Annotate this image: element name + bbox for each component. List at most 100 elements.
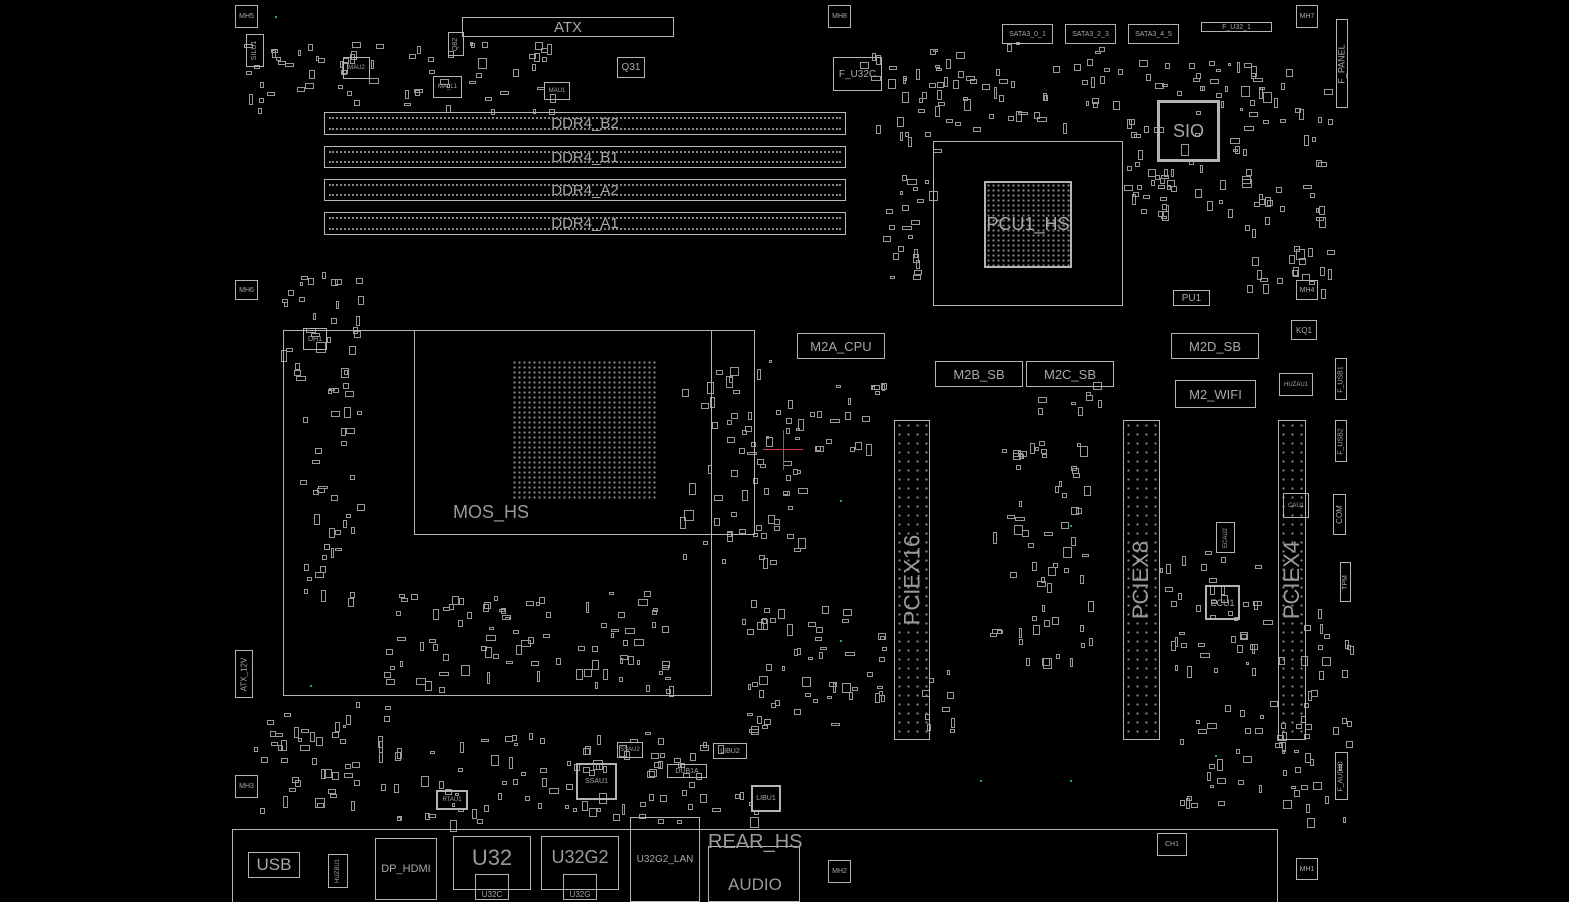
chip-q31[interactable]: Q31 bbox=[617, 57, 645, 78]
chip-kq1[interactable]: KQ1 bbox=[1291, 320, 1317, 340]
chip-huzau1[interactable]: HUZAU1 bbox=[1279, 373, 1313, 396]
smd-pad bbox=[1061, 522, 1069, 529]
mounting-hole-mh5[interactable]: MH5 bbox=[235, 5, 258, 28]
smd-pad bbox=[1235, 748, 1240, 755]
smd-pad bbox=[1165, 586, 1173, 592]
label: DDR4_A2 bbox=[551, 181, 619, 199]
smd-pad bbox=[1201, 85, 1206, 92]
chip-huzbu1[interactable]: HUZBU1 bbox=[328, 854, 348, 888]
chip-ecu1[interactable]: ECU1 bbox=[1205, 585, 1240, 620]
chip-rtau1[interactable]: RTAU1 bbox=[436, 790, 468, 810]
smd-pad bbox=[1324, 796, 1330, 805]
m2d-sb-slot[interactable]: M2D_SB bbox=[1171, 333, 1259, 359]
mounting-hole-mh7[interactable]: MH7 bbox=[1296, 5, 1318, 28]
smd-pad bbox=[899, 132, 904, 142]
dimm-slot-ddr4-b1[interactable]: DDR4_B1 bbox=[324, 146, 846, 168]
usb-port[interactable]: USB bbox=[248, 852, 300, 878]
smd-pad bbox=[892, 252, 900, 261]
pciex8-slot[interactable]: PCIEX8 bbox=[1123, 420, 1160, 740]
atx-connector[interactable]: ATX bbox=[462, 17, 674, 37]
label: MH2 bbox=[832, 868, 847, 875]
chip-mau1[interactable]: MAU1 bbox=[544, 82, 570, 100]
smd-pad bbox=[1216, 69, 1222, 73]
mos-heatsink-outline[interactable] bbox=[414, 330, 755, 535]
f-audio-connector[interactable]: F_AUDIO bbox=[1335, 752, 1348, 800]
atx-12v-connector[interactable]: ATX_12V bbox=[235, 650, 253, 698]
chip-sio[interactable]: SIO bbox=[1157, 100, 1220, 162]
dimm-slot-ddr4-b2[interactable]: DDR4_B2 bbox=[324, 112, 846, 135]
f-u32c-connector[interactable]: F_U32C bbox=[833, 57, 882, 91]
chip-mau2[interactable]: MAU2 bbox=[343, 57, 370, 79]
mounting-hole-mh4[interactable]: MH4 bbox=[1296, 280, 1318, 300]
m2-wifi-slot[interactable]: M2_WIFI bbox=[1175, 380, 1256, 408]
label: SATA3_4_5 bbox=[1135, 30, 1172, 38]
smd-pad bbox=[321, 768, 327, 779]
smd-pad bbox=[760, 619, 768, 631]
f-panel-connector[interactable]: F_PANEL bbox=[1336, 19, 1348, 108]
mounting-hole-mh2[interactable]: MH2 bbox=[828, 860, 851, 883]
smd-pad bbox=[486, 672, 491, 684]
u32g2-lan-port[interactable]: U32G2_LAN bbox=[630, 817, 700, 902]
smd-pad bbox=[938, 102, 945, 107]
chip-dh1[interactable]: DH1 bbox=[303, 328, 327, 350]
chip-ecau2[interactable]: ECAU2 bbox=[1216, 522, 1235, 553]
f-usb2-connector[interactable]: F_USB2 bbox=[1335, 420, 1347, 462]
f-usb1-connector[interactable]: F_USB1 bbox=[1335, 358, 1347, 400]
smd-pad bbox=[380, 783, 386, 791]
chip-silu1[interactable]: SILU1 bbox=[246, 34, 264, 67]
label: CH1 bbox=[1164, 841, 1179, 848]
mounting-hole-mh3[interactable]: MH3 bbox=[235, 775, 258, 798]
pciex4-slot[interactable]: PCIEX4 bbox=[1278, 420, 1306, 740]
dimm-slot-ddr4-a2[interactable]: DDR4_A2 bbox=[324, 179, 846, 201]
chip-pu1[interactable]: PU1 bbox=[1173, 290, 1210, 306]
u32g-port[interactable]: U32G bbox=[563, 874, 597, 900]
com-connector[interactable]: COM bbox=[1333, 494, 1346, 535]
sata3-4-5-connector[interactable]: SATA3_4_5 bbox=[1128, 24, 1179, 44]
mounting-hole-mh8[interactable]: MH8 bbox=[828, 5, 851, 28]
chip-ch1[interactable]: CH1 bbox=[1157, 833, 1187, 856]
label: HUZAU1 bbox=[1283, 381, 1308, 388]
chip-ssau2[interactable]: SSAU2 bbox=[617, 742, 643, 758]
sata3-2-3-connector[interactable]: SATA3_2_3 bbox=[1065, 24, 1116, 44]
chip-pcu1-hs[interactable]: PCU1_HS bbox=[984, 181, 1072, 268]
sata3-0-1-connector[interactable]: SATA3_0_1 bbox=[1002, 24, 1053, 44]
cpu-pin-grid[interactable] bbox=[512, 360, 657, 500]
smd-pad bbox=[786, 624, 794, 637]
chip-libu2[interactable]: LIBU2 bbox=[713, 743, 747, 759]
smd-pad bbox=[1263, 91, 1273, 104]
smd-pad bbox=[764, 608, 770, 613]
chip-cau1[interactable]: CAU1 bbox=[1283, 493, 1309, 518]
tpm-connector[interactable]: TPM bbox=[1340, 562, 1351, 602]
smd-pad bbox=[1338, 763, 1342, 771]
smd-pad bbox=[1055, 653, 1060, 659]
dimm-slot-ddr4-a1[interactable]: DDR4_A1 bbox=[324, 212, 846, 235]
smd-pad bbox=[711, 422, 719, 429]
mounting-hole-mh1[interactable]: MH1 bbox=[1296, 858, 1318, 880]
chip-ssau1[interactable]: SSAU1 bbox=[576, 763, 617, 800]
dp-hdmi-port[interactable]: DP_HDMI bbox=[375, 838, 437, 900]
u32c-port[interactable]: U32C bbox=[475, 874, 509, 900]
smd-pad bbox=[751, 682, 758, 688]
u32g2-port[interactable]: U32G2 bbox=[541, 836, 619, 890]
smd-pad bbox=[902, 205, 909, 211]
u32-port[interactable]: U32 bbox=[453, 836, 531, 890]
f-u32-1-connector[interactable]: F_U32_1 bbox=[1201, 22, 1272, 32]
chip-dub1a[interactable]: DUB1A bbox=[667, 764, 707, 778]
m2b-sb-slot[interactable]: M2B_SB bbox=[935, 361, 1023, 387]
smd-pad bbox=[371, 60, 375, 69]
smd-pad bbox=[1341, 718, 1348, 724]
chip-ma-l1[interactable]: MA_L1 bbox=[433, 76, 462, 98]
chip-libu1[interactable]: LIBU1 bbox=[751, 785, 781, 812]
smd-pad bbox=[760, 463, 766, 469]
mounting-hole-mh6[interactable]: MH6 bbox=[235, 280, 258, 300]
m2a-cpu-slot[interactable]: M2A_CPU bbox=[797, 333, 885, 359]
pch-heatsink-outline[interactable] bbox=[933, 141, 1123, 306]
smd-pad bbox=[924, 132, 931, 137]
m2c-sb-slot[interactable]: M2C_SB bbox=[1026, 361, 1114, 387]
smd-pad bbox=[400, 661, 404, 668]
chip-q82[interactable]: Q82 bbox=[448, 32, 464, 56]
smd-pad bbox=[874, 693, 880, 703]
smd-pad bbox=[480, 645, 488, 652]
pciex16-slot[interactable]: PCIEX16 bbox=[894, 420, 930, 740]
